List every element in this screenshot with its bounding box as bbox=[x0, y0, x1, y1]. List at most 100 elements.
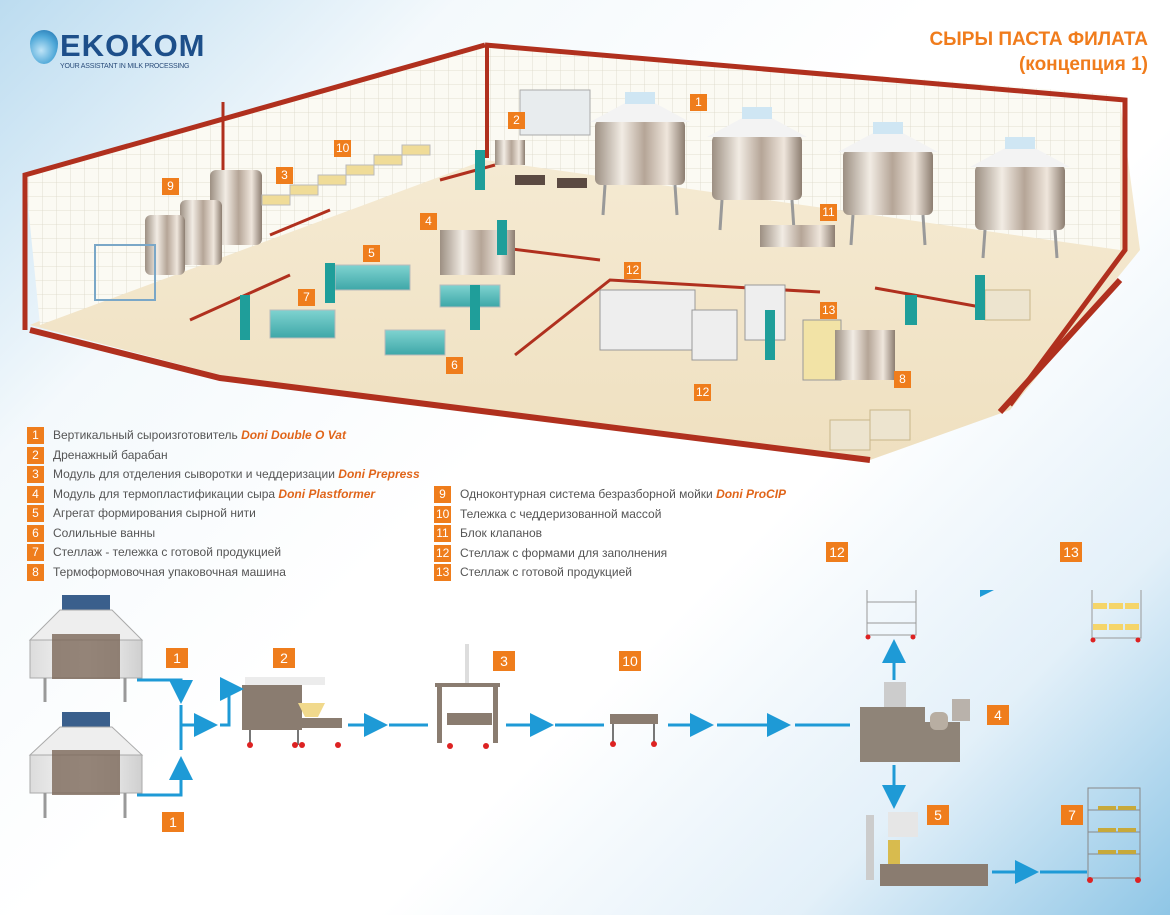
plan-label-cip: 9 bbox=[162, 178, 179, 195]
finished-rack-icon bbox=[1090, 590, 1142, 643]
plan-label-prepress: 3 bbox=[276, 167, 293, 184]
cheddar-carts bbox=[261, 144, 431, 206]
wall-trim-back bbox=[484, 42, 1128, 407]
legend-text: Стеллаж с готовой продукцией bbox=[460, 565, 632, 579]
plan-label-packing-machine: 8 bbox=[894, 371, 911, 388]
plan-label-drain-drum: 2 bbox=[508, 112, 525, 129]
flow-label-plastformer: 4 bbox=[987, 705, 1009, 725]
flow-label-rack-cart: 7 bbox=[1061, 805, 1083, 825]
cheese-vat-1 bbox=[590, 92, 690, 216]
legend-text: Термоформовочная упаковочная машина bbox=[53, 564, 286, 579]
legend-text: Агрегат формирования сырной нити bbox=[53, 506, 256, 520]
plan-label-rack-cart: 7 bbox=[298, 289, 315, 306]
title-line-2: (концепция 1) bbox=[1018, 54, 1148, 75]
legend-number: 6 bbox=[27, 524, 44, 542]
drain-drum-icon bbox=[242, 677, 342, 748]
plan-label-mold-rack-2: 12 bbox=[694, 384, 712, 401]
title-line-1: СЫРЫ ПАСТА ФИЛАТА bbox=[929, 29, 1148, 50]
flow-label-prepress: 3 bbox=[493, 651, 515, 671]
plan-label-mold-rack: 12 bbox=[624, 262, 642, 279]
legend-number: 9 bbox=[434, 486, 451, 503]
mold-racks bbox=[599, 284, 786, 361]
legend-text: Модуль для термопластификации сыра bbox=[53, 486, 279, 501]
plan-label-salting-baths: 6 bbox=[446, 357, 463, 374]
plan-label-finished-rack: 13 bbox=[820, 302, 838, 319]
legend-text: Дренажный барабан bbox=[53, 447, 168, 462]
plan-label-valve-block: 11 bbox=[820, 204, 837, 221]
flow-label-cheddar-cart: 10 bbox=[619, 651, 641, 671]
partition-2 bbox=[269, 208, 331, 237]
vat-icon-top bbox=[28, 595, 144, 702]
arrow-into-drum bbox=[220, 677, 244, 727]
plastformer-icon bbox=[860, 682, 970, 762]
flow-arrows bbox=[137, 590, 1087, 884]
workers bbox=[240, 150, 985, 360]
plan-label-plastformer: 4 bbox=[420, 213, 437, 230]
arrow-vat2-merge bbox=[137, 756, 193, 797]
legend-number: 13 bbox=[434, 564, 452, 581]
front-wall-trim bbox=[29, 327, 871, 463]
legend-text: Стеллаж - тележка с готовой продукцией bbox=[53, 545, 282, 559]
process-flow-diagram bbox=[28, 590, 1142, 886]
packing-machine bbox=[835, 330, 895, 380]
legend-number: 5 bbox=[27, 505, 44, 522]
window bbox=[519, 89, 591, 136]
wall-trim-left bbox=[22, 42, 486, 330]
plan-label-cheddar-cart: 10 bbox=[334, 140, 352, 157]
prepress-icon bbox=[435, 644, 500, 749]
valve-block bbox=[760, 225, 835, 247]
legend-brand: Doni Double O Vat bbox=[241, 428, 346, 442]
cheese-vat-4 bbox=[970, 137, 1070, 259]
finished-product-rack bbox=[802, 319, 842, 381]
legend-number: 2 bbox=[27, 446, 44, 464]
legend-number: 12 bbox=[434, 544, 452, 562]
flow-label-vat-bottom: 1 bbox=[162, 812, 184, 832]
rack-cart-icon bbox=[1087, 787, 1141, 883]
cip-tanks bbox=[94, 170, 262, 301]
cart-dark bbox=[515, 175, 545, 185]
legend-text: Одноконтурная система безразборной мойки bbox=[460, 487, 717, 501]
vat-icon-bottom bbox=[28, 712, 144, 818]
pallets bbox=[829, 289, 1031, 451]
legend-number: 11 bbox=[434, 525, 451, 542]
legend-text: Солильные ванны bbox=[53, 525, 156, 540]
legend-text: Вертикальный сыроизготовитель bbox=[53, 428, 242, 442]
plant-floor-plan bbox=[22, 42, 1140, 463]
legend-text: Модуль для отделения сыворотки и чеддери… bbox=[53, 467, 339, 481]
legend-brand: Doni ProCIP bbox=[716, 487, 787, 501]
legend-text: Тележка с чеддеризованной массой bbox=[460, 506, 662, 521]
flow-label-drain-drum: 2 bbox=[273, 648, 295, 668]
cheese-vat-3 bbox=[838, 122, 938, 246]
drain-drum bbox=[495, 140, 525, 165]
cheese-vat-2 bbox=[707, 107, 807, 231]
legend-number: 8 bbox=[27, 563, 44, 581]
flow-label-finished-rack: 13 bbox=[1060, 542, 1082, 562]
cheddar-cart-icon bbox=[610, 714, 658, 747]
legend-number: 3 bbox=[27, 466, 44, 483]
salting-bath-1 bbox=[269, 309, 336, 339]
legend-number: 7 bbox=[27, 544, 44, 561]
ekokom-logo: EKOKOM YOUR ASSISTANT IN MILK PROCESSING bbox=[30, 26, 205, 76]
legend-text: Стеллаж с формами для заполнения bbox=[460, 545, 668, 560]
plan-label-strand-unit: 5 bbox=[363, 245, 380, 262]
salting-bath-3 bbox=[384, 329, 446, 356]
flow-label-mold-rack: 12 bbox=[826, 542, 848, 562]
legend-number: 10 bbox=[434, 505, 452, 523]
water-drop-icon bbox=[30, 30, 58, 64]
mold-rack-icon bbox=[865, 590, 917, 640]
legend-text: Блок клапанов bbox=[460, 526, 543, 540]
legend-number: 1 bbox=[27, 427, 44, 444]
legend-brand: Doni Prepress bbox=[338, 467, 420, 481]
salting-bath-2 bbox=[334, 264, 411, 291]
page-title: СЫРЫ ПАСТА ФИЛАТА (концепция 1) bbox=[929, 28, 1148, 78]
logo-text: EKOKOM bbox=[60, 28, 206, 63]
front-wall-trim-right bbox=[997, 277, 1123, 415]
logo-tagline: YOUR ASSISTANT IN MILK PROCESSING bbox=[60, 63, 190, 70]
flow-label-vat-top: 1 bbox=[166, 648, 188, 668]
strand-unit-icon bbox=[866, 812, 988, 886]
plan-label-cheese-vat: 1 bbox=[690, 94, 707, 111]
cart-dark bbox=[557, 178, 587, 188]
legend-brand: Doni Plastformer bbox=[278, 486, 376, 501]
flow-label-strand-unit: 5 bbox=[927, 805, 949, 825]
arrow-vat1-merge bbox=[137, 678, 193, 704]
